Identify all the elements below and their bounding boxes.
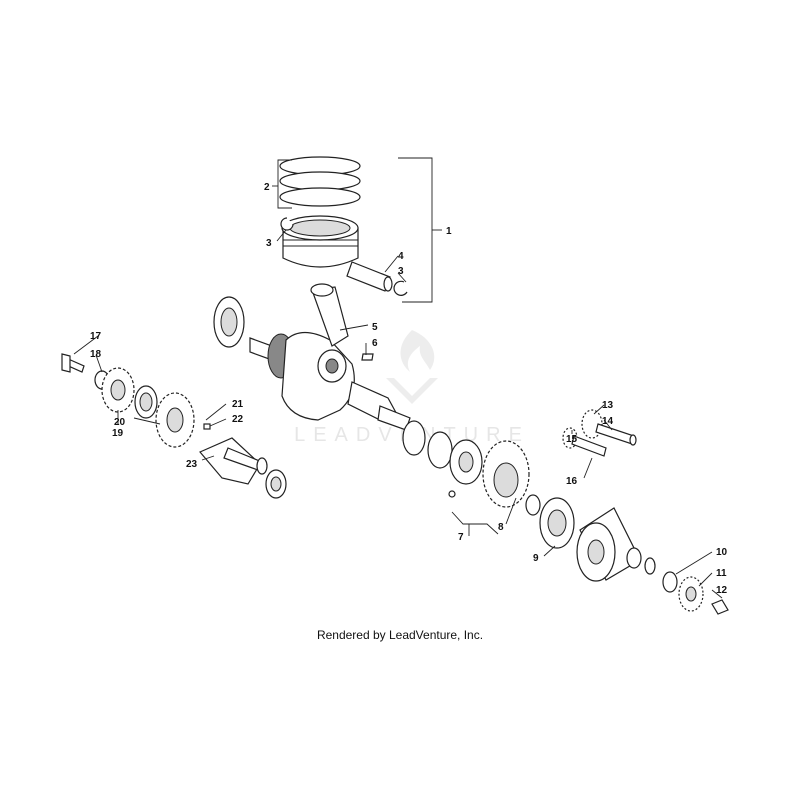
callout-20: 20 xyxy=(114,417,126,428)
callout-18: 18 xyxy=(90,349,102,360)
callout-16: 16 xyxy=(566,476,578,487)
woodruff-key xyxy=(361,353,374,361)
reduction-gear-shaft xyxy=(595,423,637,446)
callout-3: 3 xyxy=(266,238,272,249)
flywheel-nut xyxy=(711,599,729,615)
callout-5: 5 xyxy=(372,322,378,333)
balance-shaft-bearing xyxy=(265,469,287,499)
callout-13: 13 xyxy=(602,400,614,411)
callout-11: 11 xyxy=(716,568,727,579)
piston-pin-clip-2 xyxy=(393,280,408,296)
piston-pin xyxy=(346,261,393,292)
callout-22: 22 xyxy=(232,414,244,425)
crank-bearing-left xyxy=(213,296,245,348)
callout-14: 14 xyxy=(602,416,614,427)
callout-6: 6 xyxy=(372,338,378,349)
idler-gear xyxy=(562,427,607,457)
spacer xyxy=(662,571,678,593)
watermark-chevron-icon xyxy=(386,378,438,404)
watermark-flame-icon xyxy=(400,330,435,372)
balance-drive-gear xyxy=(155,392,195,448)
callout-1: 1 xyxy=(446,226,452,237)
drive-sprocket xyxy=(678,576,704,612)
callout-17: 17 xyxy=(90,331,102,342)
clutch-plate xyxy=(427,431,483,498)
balancer-key xyxy=(203,423,211,430)
piston xyxy=(281,215,359,268)
one-way-clutch xyxy=(525,494,575,549)
callout-8: 8 xyxy=(498,522,504,533)
callout-12: 12 xyxy=(716,585,728,596)
callout-2: 2 xyxy=(264,182,270,193)
drive-gear xyxy=(101,367,135,413)
leader-lines xyxy=(73,157,723,599)
callout-9: 9 xyxy=(533,553,539,564)
callout-10: 10 xyxy=(716,547,728,558)
callout-7: 7 xyxy=(458,532,464,543)
callout-23: 23 xyxy=(186,459,198,470)
crankshaft xyxy=(249,283,411,431)
callout-labels: 1 2 3 4 3 5 6 17 18 19 20 21 22 23 13 14… xyxy=(90,182,728,596)
piston-ring-set xyxy=(279,156,361,207)
callout-3b: 3 xyxy=(398,266,404,277)
flywheel xyxy=(576,507,656,582)
callout-4: 4 xyxy=(398,251,404,262)
gear-bolt xyxy=(61,353,85,373)
callout-19: 19 xyxy=(112,428,124,439)
callout-21: 21 xyxy=(232,399,244,410)
balance-bearing xyxy=(134,385,158,419)
balance-shaft xyxy=(199,437,268,485)
callout-15: 15 xyxy=(566,434,578,445)
footer-credit: Rendered by LeadVenture, Inc. xyxy=(316,628,484,642)
piston-pin-clip xyxy=(280,217,294,231)
starter-driven-gear xyxy=(482,440,530,508)
crank-gear-ring xyxy=(402,420,426,456)
